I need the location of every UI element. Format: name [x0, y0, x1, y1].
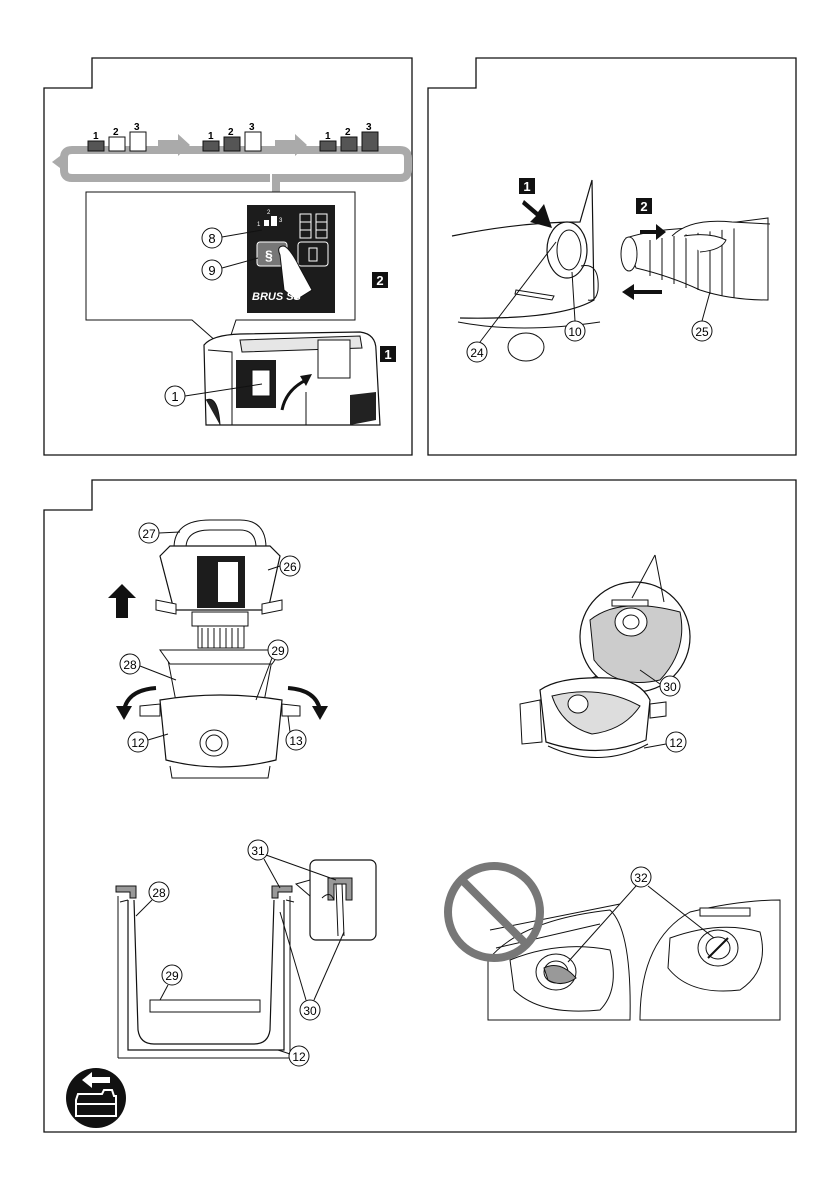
speed-label-1: 1: [325, 131, 331, 142]
correct-fit-example: [640, 900, 780, 1020]
callout-10: 10: [568, 325, 582, 339]
panel-3-frame: [44, 480, 796, 1132]
callout-32: 32: [634, 871, 648, 885]
panel-3-filter-installation: 27 26 28 29 12 13: [44, 480, 796, 1132]
speed-indicator-group-1: 1 2 3: [88, 122, 146, 151]
bag-cross-section: [116, 886, 294, 1058]
speed-cycle-arrow-loop: [64, 150, 408, 198]
callout-28: 28: [123, 658, 137, 672]
svg-text:§: §: [265, 247, 273, 263]
step-1: 1: [384, 347, 391, 362]
vacuum-head-unit: [204, 332, 380, 425]
callout-25: 25: [695, 325, 709, 339]
loop-arrowhead: [52, 150, 68, 174]
push-arrow-left: [622, 284, 662, 300]
callout-24: 24: [470, 346, 484, 360]
callout-9: 9: [208, 263, 215, 278]
prohibited-icon: [448, 866, 540, 958]
callout-27: 27: [142, 527, 156, 541]
bag-fit-detail: [520, 555, 690, 758]
callout-12-right: 12: [669, 736, 683, 750]
speed-label-3: 3: [249, 122, 255, 133]
callout-8: 8: [208, 231, 215, 246]
callout-30: 30: [663, 680, 677, 694]
rim-zoom-detail: [296, 860, 376, 940]
speed-label-1: 1: [208, 131, 214, 142]
step-2: 2: [640, 199, 647, 214]
step-1: 1: [523, 179, 530, 194]
panel-1-speed-setting: 1 2 3 1 2 3 1 2 3 1 2 3: [44, 58, 412, 455]
speed-indicator-group-3: 1 2 3: [320, 122, 378, 151]
lift-arrow-up: [108, 584, 136, 618]
callout-30-section: 30: [303, 1004, 317, 1018]
speed-label-3: 3: [366, 122, 372, 133]
speed-label-2: 2: [228, 127, 234, 138]
panel-2-hose-connection: 1 2 24 10 25: [428, 58, 796, 455]
manual-toolbox-icon: [66, 1068, 126, 1128]
head-unit-lifted: [156, 520, 282, 648]
callout-29: 29: [271, 644, 285, 658]
incorrect-fit-example: [488, 904, 630, 1020]
caster-wheel: [508, 333, 544, 361]
speed-label-3: 3: [134, 122, 140, 133]
callout-29-section: 29: [165, 969, 179, 983]
brand-logo: BRUS SS: [252, 291, 302, 303]
callout-26: 26: [283, 560, 297, 574]
callout-12-section: 12: [292, 1050, 306, 1064]
speed-label-2: 2: [345, 127, 351, 138]
tank-with-filter-bag: [140, 650, 300, 778]
callout-12: 12: [131, 736, 145, 750]
speed-label-1: 1: [93, 131, 99, 142]
speed-label-2: 2: [113, 127, 119, 138]
step-2: 2: [376, 273, 383, 288]
push-arrow: [522, 200, 552, 228]
callout-1: 1: [171, 389, 178, 404]
callout-31: 31: [251, 844, 265, 858]
speed-indicator-group-2: 1 2 3: [203, 122, 261, 151]
callout-28-section: 28: [152, 886, 166, 900]
callout-13: 13: [289, 734, 303, 748]
